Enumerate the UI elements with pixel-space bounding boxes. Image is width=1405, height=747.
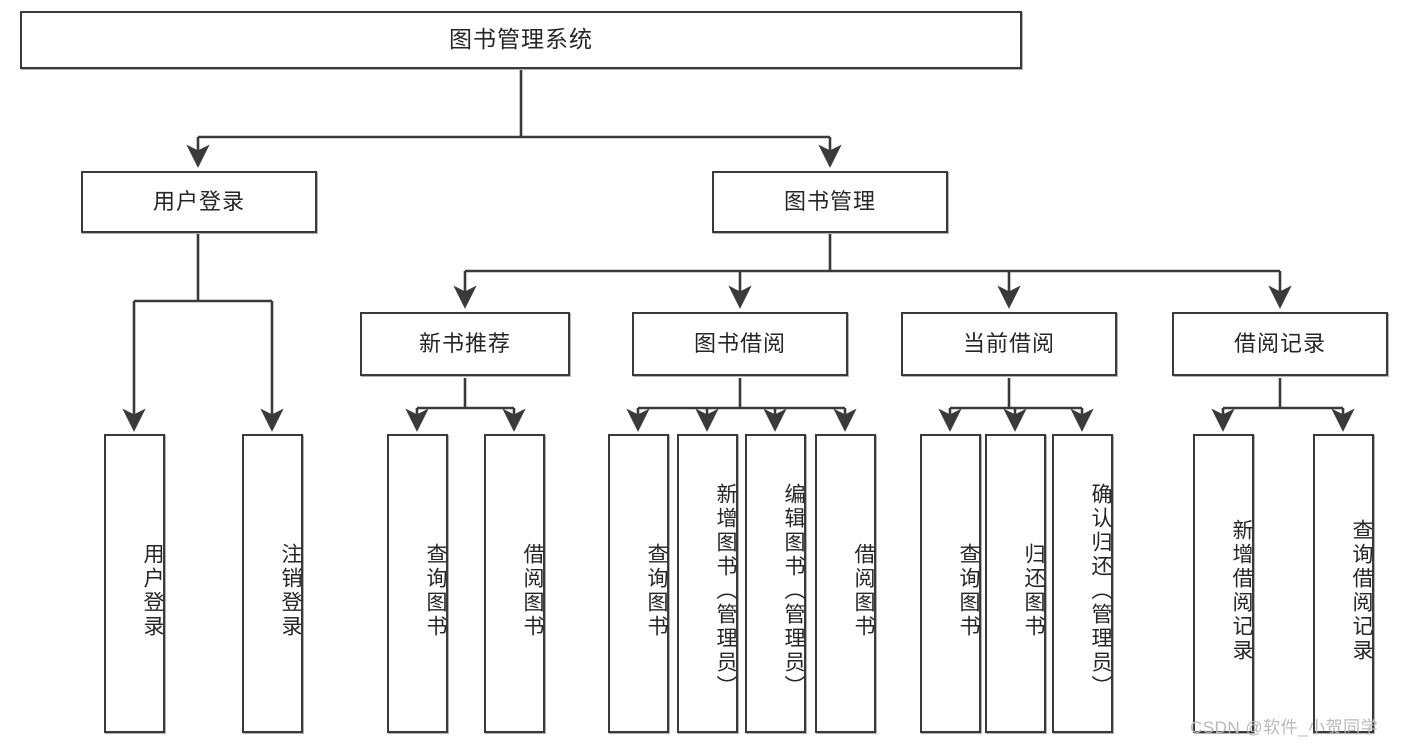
node-leaf-edit-book[interactable]: 编辑图书（管理员） — [745, 434, 806, 733]
node-leaf-user-login[interactable]: 用户登录 — [104, 434, 165, 733]
node-leaf-borrow-book-1[interactable]: 借阅图书 — [484, 434, 545, 733]
node-leaf-confirm-return-label: 确认归还（管理员） — [1089, 482, 1112, 699]
node-leaf-borrow-book-2-label: 借阅图书 — [852, 542, 875, 639]
node-leaf-add-record-label: 新增借阅记录 — [1230, 518, 1253, 663]
node-root[interactable]: 图书管理系统 — [20, 11, 1022, 69]
node-current-borrow[interactable]: 当前借阅 — [901, 312, 1117, 376]
node-new-book-rec[interactable]: 新书推荐 — [360, 312, 570, 376]
node-user-login[interactable]: 用户登录 — [81, 171, 317, 233]
node-leaf-edit-book-label: 编辑图书（管理员） — [782, 482, 805, 699]
node-leaf-logout[interactable]: 注销登录 — [242, 434, 303, 733]
node-leaf-return-book-label: 归还图书 — [1022, 542, 1045, 639]
node-leaf-query-book-2[interactable]: 查询图书 — [608, 434, 669, 733]
node-borrow-record-label: 借阅记录 — [1233, 330, 1326, 356]
node-new-book-rec-label: 新书推荐 — [418, 330, 511, 356]
node-leaf-add-book-label: 新增图书（管理员） — [714, 482, 737, 699]
node-root-label: 图书管理系统 — [449, 26, 593, 53]
node-leaf-confirm-return[interactable]: 确认归还（管理员） — [1052, 434, 1113, 733]
node-book-mgmt-label: 图书管理 — [783, 188, 876, 214]
node-leaf-query-book-3[interactable]: 查询图书 — [920, 434, 981, 733]
node-book-borrow-label: 图书借阅 — [693, 330, 786, 356]
node-leaf-borrow-book-1-label: 借阅图书 — [521, 542, 544, 639]
node-leaf-query-record[interactable]: 查询借阅记录 — [1313, 434, 1374, 733]
node-leaf-borrow-book-2[interactable]: 借阅图书 — [815, 434, 876, 733]
node-borrow-record[interactable]: 借阅记录 — [1172, 312, 1388, 376]
node-leaf-query-book-1[interactable]: 查询图书 — [387, 434, 448, 733]
watermark: CSDN @软件_小贺同学 — [1190, 718, 1379, 737]
node-user-login-label: 用户登录 — [152, 188, 245, 214]
node-leaf-query-record-label: 查询借阅记录 — [1350, 518, 1373, 663]
node-leaf-user-login-label: 用户登录 — [141, 542, 164, 639]
node-leaf-logout-label: 注销登录 — [279, 542, 302, 639]
node-leaf-return-book[interactable]: 归还图书 — [985, 434, 1046, 733]
node-leaf-query-book-3-label: 查询图书 — [957, 542, 980, 639]
node-leaf-add-book[interactable]: 新增图书（管理员） — [677, 434, 738, 733]
node-leaf-query-book-1-label: 查询图书 — [424, 542, 447, 639]
node-leaf-query-book-2-label: 查询图书 — [645, 542, 668, 639]
node-book-borrow[interactable]: 图书借阅 — [632, 312, 848, 376]
node-leaf-add-record[interactable]: 新增借阅记录 — [1193, 434, 1254, 733]
node-book-mgmt[interactable]: 图书管理 — [712, 171, 948, 233]
node-current-borrow-label: 当前借阅 — [962, 330, 1055, 356]
